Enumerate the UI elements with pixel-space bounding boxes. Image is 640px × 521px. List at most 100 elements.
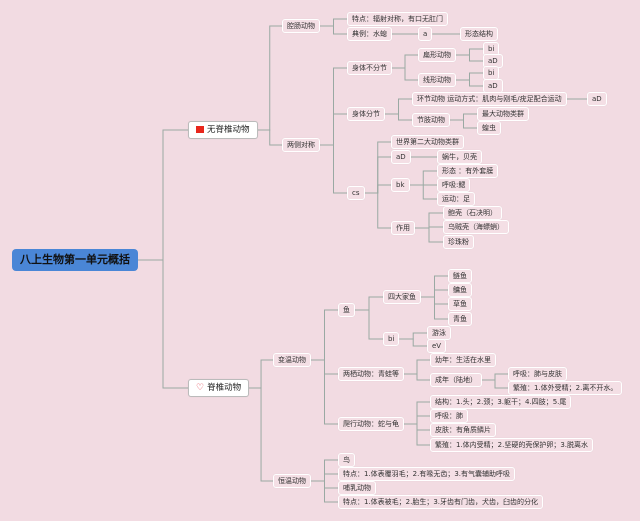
connector-line <box>311 309 338 361</box>
node-coelenterates[interactable]: 腔肠动物 <box>282 19 320 33</box>
node-segmented[interactable]: 身体分节 <box>347 107 385 121</box>
node-coelenterate-example[interactable]: 典例：水螅 <box>347 27 392 41</box>
node-skin[interactable]: 皮肤：有角质鳞片 <box>430 423 496 437</box>
connector-line <box>456 48 483 56</box>
connector-line <box>456 72 483 81</box>
connector-line <box>320 18 347 27</box>
connector-line <box>409 170 437 186</box>
connector-line <box>404 423 430 446</box>
node-bird-features[interactable]: 特点：1.体表覆羽毛；2.有喙无齿；3.有气囊辅助呼吸 <box>338 467 516 481</box>
node-reproduction[interactable]: 繁殖：1.体内受精；2.坚硬的壳保护卵；3.脱离水 <box>430 438 594 452</box>
connector-line <box>311 359 338 425</box>
connector-line <box>257 129 282 146</box>
heart-icon: ♡ <box>196 383 205 393</box>
node-bilateral[interactable]: 两侧对称 <box>282 138 320 152</box>
connector-line <box>399 338 427 347</box>
connector-line <box>404 415 430 425</box>
connector-line <box>482 379 508 389</box>
connector-line <box>392 54 418 69</box>
node-mammal-features[interactable]: 特点：1.体表被毛；2.胎生；3.牙齿有门齿，犬齿，臼齿的分化 <box>338 495 544 509</box>
node-breath[interactable]: 呼吸：肺 <box>430 409 468 423</box>
node-breath[interactable]: 呼吸：肺与皮肤 <box>508 367 567 381</box>
connector-line <box>456 54 483 62</box>
node-bi[interactable]: bi <box>483 66 500 80</box>
connector-line <box>355 309 383 340</box>
node-fish-item[interactable]: 鲢鱼 <box>448 269 472 283</box>
node-arthropod[interactable]: 节肢动物 <box>412 113 450 127</box>
connector-line <box>311 480 338 503</box>
connector-line <box>320 113 347 146</box>
node-cs[interactable]: cs <box>347 186 365 200</box>
node-mammal[interactable]: 哺乳动物 <box>338 481 376 495</box>
node-aD[interactable]: aD <box>587 92 607 106</box>
root-topic[interactable]: 八上生物第一单元概括 <box>12 249 138 271</box>
connector-line <box>355 296 383 311</box>
node-reptile[interactable]: 爬行动物：蛇与龟 <box>338 417 404 431</box>
node-young[interactable]: 幼年：生活在水里 <box>430 353 496 367</box>
node-cold-blooded[interactable]: 变温动物 <box>273 353 311 367</box>
node-use[interactable]: 作用 <box>391 221 415 235</box>
node-fish-item[interactable]: 鳙鱼 <box>448 283 472 297</box>
node-fish[interactable]: 鱼 <box>338 303 355 317</box>
flag-icon <box>196 126 204 133</box>
node-pearl-powder[interactable]: 珍珠粉 <box>443 235 474 249</box>
node-four-fish[interactable]: 四大家鱼 <box>383 290 421 304</box>
node-abalone-shell[interactable]: 鲍壳（石决明） <box>443 206 502 220</box>
connector-line <box>450 113 477 121</box>
topic-invertebrates[interactable]: 无脊椎动物 <box>188 121 258 139</box>
node-second-largest[interactable]: 世界第二大动物类群 <box>391 135 464 149</box>
node-foot[interactable]: 运动：足 <box>437 192 475 206</box>
connector-line <box>311 473 338 482</box>
topic-vertebrates[interactable]: ♡脊椎动物 <box>188 379 250 397</box>
node-cuttlebone[interactable]: 乌贼壳（海螵蛸） <box>443 220 509 234</box>
node-eV[interactable]: eV <box>427 339 447 353</box>
connector-line <box>249 387 273 482</box>
node-roundworm[interactable]: 线形动物 <box>418 73 456 87</box>
connector-line <box>421 289 448 298</box>
connector-line <box>421 296 448 320</box>
node-unsegmented[interactable]: 身体不分节 <box>347 61 392 75</box>
connector-line <box>364 192 391 229</box>
node-aD[interactable]: aD <box>391 150 411 164</box>
connector-line <box>456 79 483 87</box>
connector-line <box>385 98 412 115</box>
topic-label: 无脊椎动物 <box>207 125 250 135</box>
node-coelenterate-feature[interactable]: 特点：辐射对称，有口无肛门 <box>347 12 448 26</box>
node-bk[interactable]: bk <box>391 178 410 192</box>
node-bird[interactable]: 鸟 <box>338 453 355 467</box>
connector-line <box>450 119 477 129</box>
connector-line <box>415 212 443 229</box>
connector-line <box>320 25 347 35</box>
node-swim[interactable]: 游泳 <box>427 326 451 340</box>
node-structure[interactable]: 形态结构 <box>460 27 498 41</box>
node-structure[interactable]: 结构：1.头；2.颈；3.躯干；4.四肢；5.尾 <box>430 395 572 409</box>
node-bi[interactable]: bi <box>383 332 400 346</box>
connector-line <box>409 184 437 200</box>
node-reproduction[interactable]: 繁殖：1.体外受精；2.离不开水。 <box>508 381 623 395</box>
node-flatworm[interactable]: 扁形动物 <box>418 48 456 62</box>
connector-line <box>399 332 427 340</box>
connector-line <box>404 359 430 375</box>
node-fish-item[interactable]: 草鱼 <box>448 297 472 311</box>
connector-line <box>385 113 412 121</box>
topic-label: 脊椎动物 <box>207 383 242 393</box>
node-snail[interactable]: 蜗牛，贝壳 <box>437 150 482 164</box>
node-aD[interactable]: aD <box>483 79 503 93</box>
node-a[interactable]: a <box>418 27 433 41</box>
connector-line <box>415 227 443 243</box>
connector-line <box>392 67 418 81</box>
node-largest-group[interactable]: 最大动物类群 <box>477 107 529 121</box>
node-mantle[interactable]: 形态 ：有外套膜 <box>437 164 499 178</box>
connector-line <box>320 144 347 194</box>
connector-line <box>138 259 188 389</box>
node-locust[interactable]: 蝗虫 <box>477 121 501 135</box>
node-adult[interactable]: 成年（陆地） <box>430 373 482 387</box>
connector-line <box>364 184 391 194</box>
node-warm-blooded[interactable]: 恒温动物 <box>273 474 311 488</box>
node-amphibian[interactable]: 两栖动物：青蛙等 <box>338 367 404 381</box>
node-annelid[interactable]: 环节动物 运动方式：肌肉与刚毛/疣足配合运动 <box>412 92 567 106</box>
connector-line <box>404 373 430 381</box>
node-gills[interactable]: 呼吸:鳃 <box>437 178 471 192</box>
node-fish-item[interactable]: 青鱼 <box>448 312 472 326</box>
